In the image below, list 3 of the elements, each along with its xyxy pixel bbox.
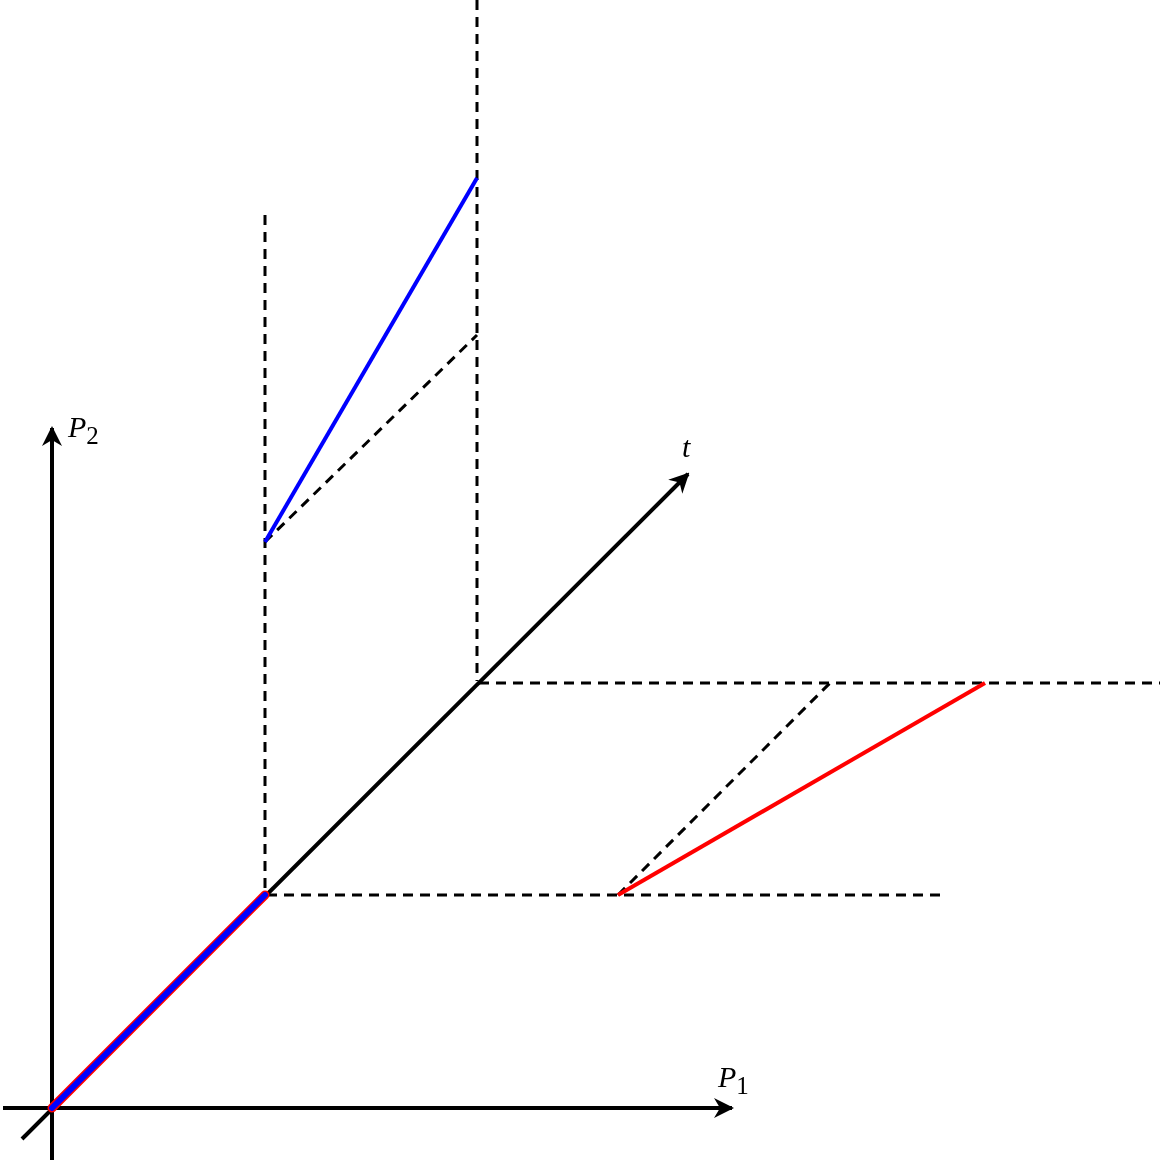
axis-label: P$_{2}$: [68, 412, 99, 448]
axis-label: P$_{1}$: [718, 1062, 749, 1098]
axis-label: t: [682, 432, 691, 462]
